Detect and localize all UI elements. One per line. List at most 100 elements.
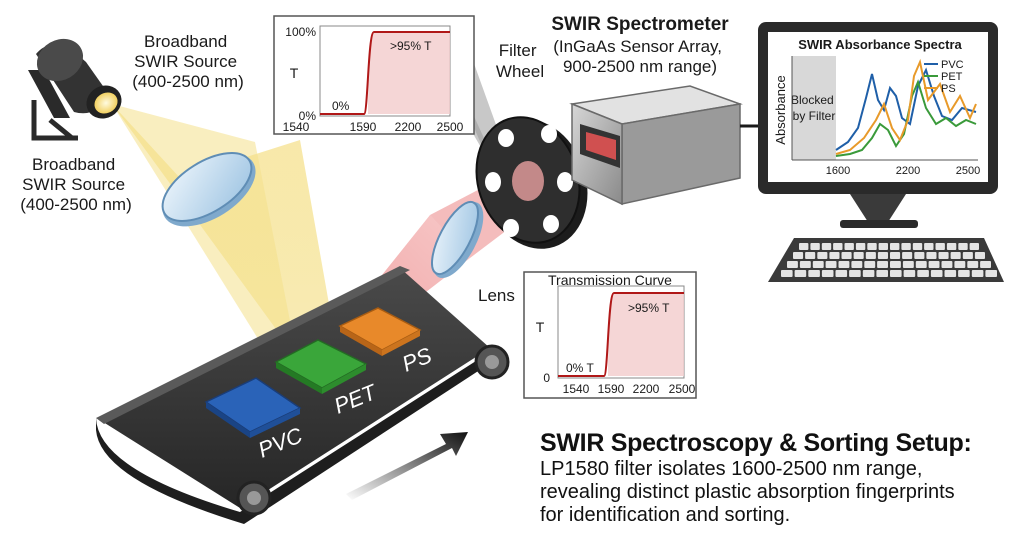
transmission-x-tick-2500: 2500 [669, 382, 696, 396]
keyboard-key [867, 243, 877, 250]
transmission-passband-fill [608, 293, 684, 376]
keyboard-key [946, 243, 957, 250]
keyboard-key [930, 270, 943, 277]
keyboard-key [793, 252, 804, 259]
keyboard-key [877, 261, 888, 268]
transmission-plot-y-tick: 0 [543, 371, 550, 385]
transmission-x-tick-2200: 2200 [633, 382, 660, 396]
keyboard-key [862, 270, 875, 277]
legend-pvc: PVC [941, 59, 964, 71]
keyboard-key [967, 261, 979, 268]
keyboard-key [810, 243, 820, 250]
keyboard-key [890, 252, 901, 259]
top-plot-low-label: 0% [332, 99, 350, 113]
caption: SWIR Spectroscopy & Sorting Setup: LP158… [540, 428, 1020, 527]
keyboard-key [864, 261, 876, 268]
top-plot-y-label: T [290, 65, 299, 81]
keyboard-key [838, 261, 850, 268]
swir-lamp [28, 38, 122, 141]
keyboard-key [821, 270, 834, 277]
computer-monitor: SWIR Absorbance Spectra Absorbance Block… [758, 22, 998, 228]
keyboard-key [890, 243, 900, 250]
keyboard-key [799, 261, 811, 268]
keyboard-key [817, 252, 828, 259]
transmission-high-label: >95% T [628, 301, 670, 315]
spectrometer-title: SWIR Spectrometer [551, 14, 729, 35]
legend-ps: PS [941, 83, 956, 95]
keyboard-key [917, 270, 929, 277]
keyboard-key [877, 252, 888, 259]
keyboard-key [794, 270, 807, 277]
keyboard-key [924, 243, 934, 250]
caption-line: LP1580 filter isolates 1600-2500 nm rang… [540, 458, 923, 480]
filter-passband-fill [368, 32, 450, 114]
transmission-plot-title: Transmission Curve [548, 272, 672, 288]
keyboard-key [855, 243, 866, 250]
keyboard-key [902, 261, 914, 268]
top-plot-high-label: >95% T [390, 39, 432, 53]
top-plot-y-tick-high: 100% [285, 25, 316, 39]
keyboard-key [985, 270, 997, 277]
filter-wheel [475, 116, 588, 249]
top-plot-x-tick-1590: 1590 [350, 120, 377, 134]
keyboard-key [944, 270, 957, 277]
keyboard-key [812, 261, 824, 268]
keyboard-key [787, 261, 798, 268]
keyboard-key [851, 261, 863, 268]
keyboard-key [903, 270, 916, 277]
blocked-region [792, 56, 836, 160]
keyboard-key [926, 252, 937, 259]
transmission-curve-plot: Transmission Curve T 0 1540 1590 2200 25… [523, 271, 697, 399]
keyboard-key [890, 270, 902, 277]
transmission-x-tick-1590: 1590 [598, 382, 625, 396]
lamp-bulb [94, 92, 118, 114]
filter-curve [320, 31, 450, 115]
keyboard-key [805, 252, 816, 259]
caption-title: SWIR Spectroscopy & Sorting Setup: [540, 429, 972, 457]
spectrometer-box [569, 85, 743, 206]
monitor-x-tick-1600: 1600 [826, 165, 850, 177]
keyboard-key [878, 243, 888, 250]
transmission-low-label: 0% T [566, 361, 594, 375]
keyboard-key [954, 261, 966, 268]
keyboard-key [821, 243, 832, 250]
plastic-item-pet [274, 339, 368, 394]
keyboard-key [915, 261, 927, 268]
keyboard-key [928, 261, 940, 268]
keyboard-key [833, 243, 843, 250]
keyboard-key [901, 243, 911, 250]
monitor-legend: PVC PET PS [924, 59, 964, 95]
top-plot-x-tick-2200: 2200 [395, 120, 422, 134]
spectrometer-subtitle: (InGaAs Sensor Array, 900-2500 nm range) [553, 37, 727, 76]
keyboard-key [941, 261, 953, 268]
keyboard-key [938, 252, 949, 259]
caption-line: for identification and sorting. [540, 504, 791, 526]
ps-spectrum [835, 58, 977, 155]
keyboard-key [808, 270, 820, 277]
top-plot-x-tick-2500: 2500 [437, 120, 464, 134]
keyboard-key [865, 252, 876, 259]
keyboard-key [962, 252, 973, 259]
keyboard-key [799, 243, 809, 250]
keyboard-key [980, 261, 991, 268]
conveyor-direction-arrow [346, 432, 468, 500]
filter-wheel-label: Filter Wheel [496, 41, 544, 81]
plastic-item-ps [338, 307, 422, 356]
keyboard-key [829, 252, 840, 259]
keyboard-key [841, 252, 852, 259]
plastic-item-pvc [204, 377, 302, 438]
monitor-x-tick-2200: 2200 [896, 165, 920, 177]
keyboard-key [974, 252, 985, 259]
keyboard-key [890, 261, 901, 268]
monitor-y-label: Absorbance [773, 75, 788, 144]
keyboard-key [958, 270, 970, 277]
keyboard-key [853, 252, 864, 259]
keyboard-key [849, 270, 861, 277]
keyboard-key [958, 243, 968, 250]
monitor-plot-title: SWIR Absorbance Spectra [798, 37, 962, 52]
keyboard-key [902, 252, 913, 259]
keyboard-key [781, 270, 793, 277]
keyboard-key [844, 243, 854, 250]
focusing-lens [431, 200, 484, 279]
